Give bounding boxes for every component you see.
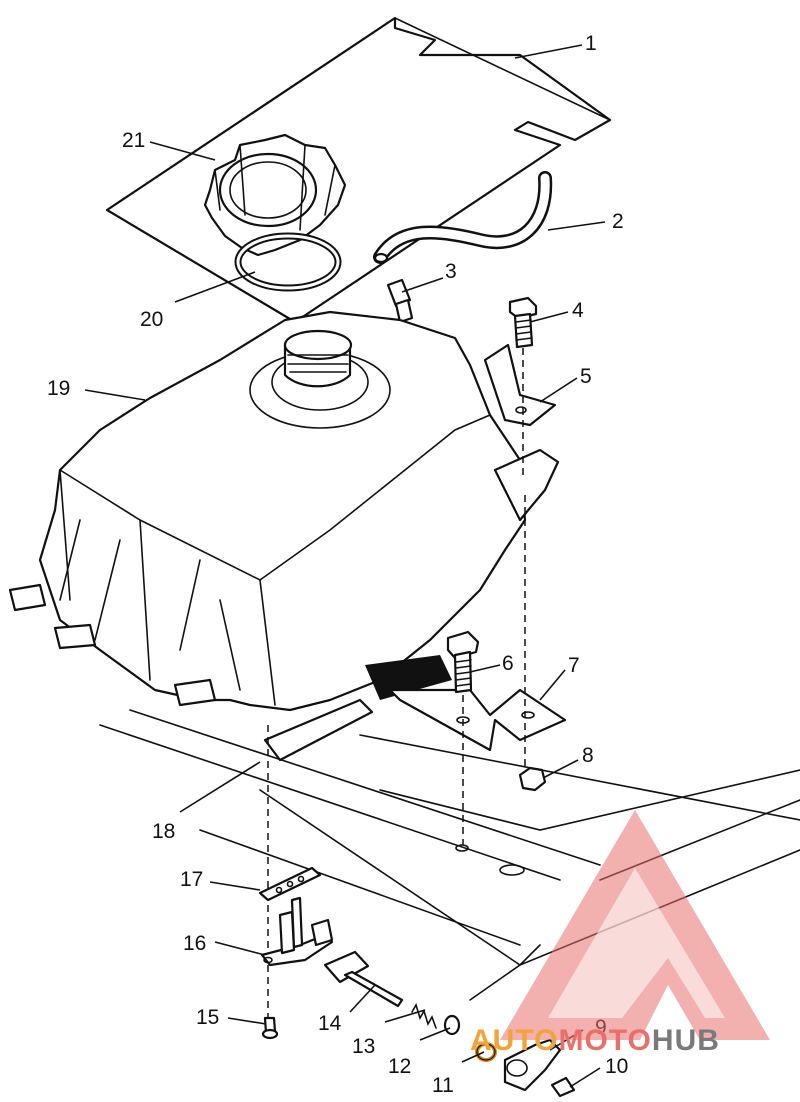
callout-5: 5 bbox=[580, 365, 592, 388]
callout-2: 2 bbox=[612, 210, 624, 233]
callout-12: 12 bbox=[388, 1055, 411, 1078]
callout-1: 1 bbox=[585, 32, 597, 55]
callout-3: 3 bbox=[445, 260, 457, 283]
part-4-bolt bbox=[508, 296, 538, 349]
part-13-spring bbox=[411, 1002, 437, 1029]
part-15-screw bbox=[261, 1016, 279, 1040]
callout-6: 6 bbox=[502, 652, 514, 675]
part-10-screw bbox=[550, 1076, 576, 1098]
callout-11: 11 bbox=[432, 1074, 454, 1097]
callout-18: 18 bbox=[152, 820, 175, 843]
part-16-fuel-valve bbox=[260, 896, 334, 967]
part-9-valve-knob bbox=[503, 1038, 562, 1092]
part-21-fuel-cap bbox=[203, 133, 347, 257]
callout-15: 15 bbox=[196, 1006, 219, 1029]
part-17-plate bbox=[258, 866, 322, 902]
part-18-pad bbox=[263, 698, 374, 762]
part-6-bolt bbox=[446, 630, 480, 694]
callout-16: 16 bbox=[183, 932, 206, 955]
callout-7: 7 bbox=[568, 654, 580, 677]
callout-4: 4 bbox=[572, 299, 584, 322]
part-7-support-bracket bbox=[388, 688, 567, 752]
part-1-heat-shield bbox=[105, 16, 612, 324]
part-12-washer bbox=[443, 1014, 461, 1036]
part-20-cap-gasket bbox=[234, 232, 342, 292]
assembly-lines bbox=[267, 348, 526, 1020]
watermark-auto: AUTO bbox=[470, 1024, 558, 1057]
part-2-vent-hose bbox=[373, 171, 553, 264]
watermark-logo: AUTOMOTOHUB bbox=[470, 810, 770, 1057]
callout-labels: 1 2 3 4 5 6 7 8 9 10 11 12 13 14 15 16 1… bbox=[47, 32, 628, 1097]
watermark-hub: HUB bbox=[652, 1024, 720, 1057]
callout-17: 17 bbox=[180, 868, 203, 891]
callout-13: 13 bbox=[352, 1035, 375, 1058]
callout-14: 14 bbox=[318, 1012, 342, 1035]
frame-rails bbox=[99, 709, 800, 1001]
callout-20: 20 bbox=[140, 308, 163, 331]
part-14-valve-stem bbox=[323, 950, 404, 1008]
callout-21: 21 bbox=[122, 129, 145, 152]
part-5-bracket bbox=[483, 343, 557, 427]
part-11-o-ring bbox=[475, 1042, 497, 1062]
callout-8: 8 bbox=[582, 744, 594, 767]
callout-10: 10 bbox=[605, 1055, 628, 1078]
callout-19: 19 bbox=[47, 377, 70, 400]
watermark-moto: MOTO bbox=[558, 1024, 651, 1057]
part-8-nut bbox=[518, 766, 547, 792]
watermark-text: AUTOMOTOHUB bbox=[470, 1024, 720, 1057]
part-19-fuel-tank bbox=[8, 310, 560, 712]
